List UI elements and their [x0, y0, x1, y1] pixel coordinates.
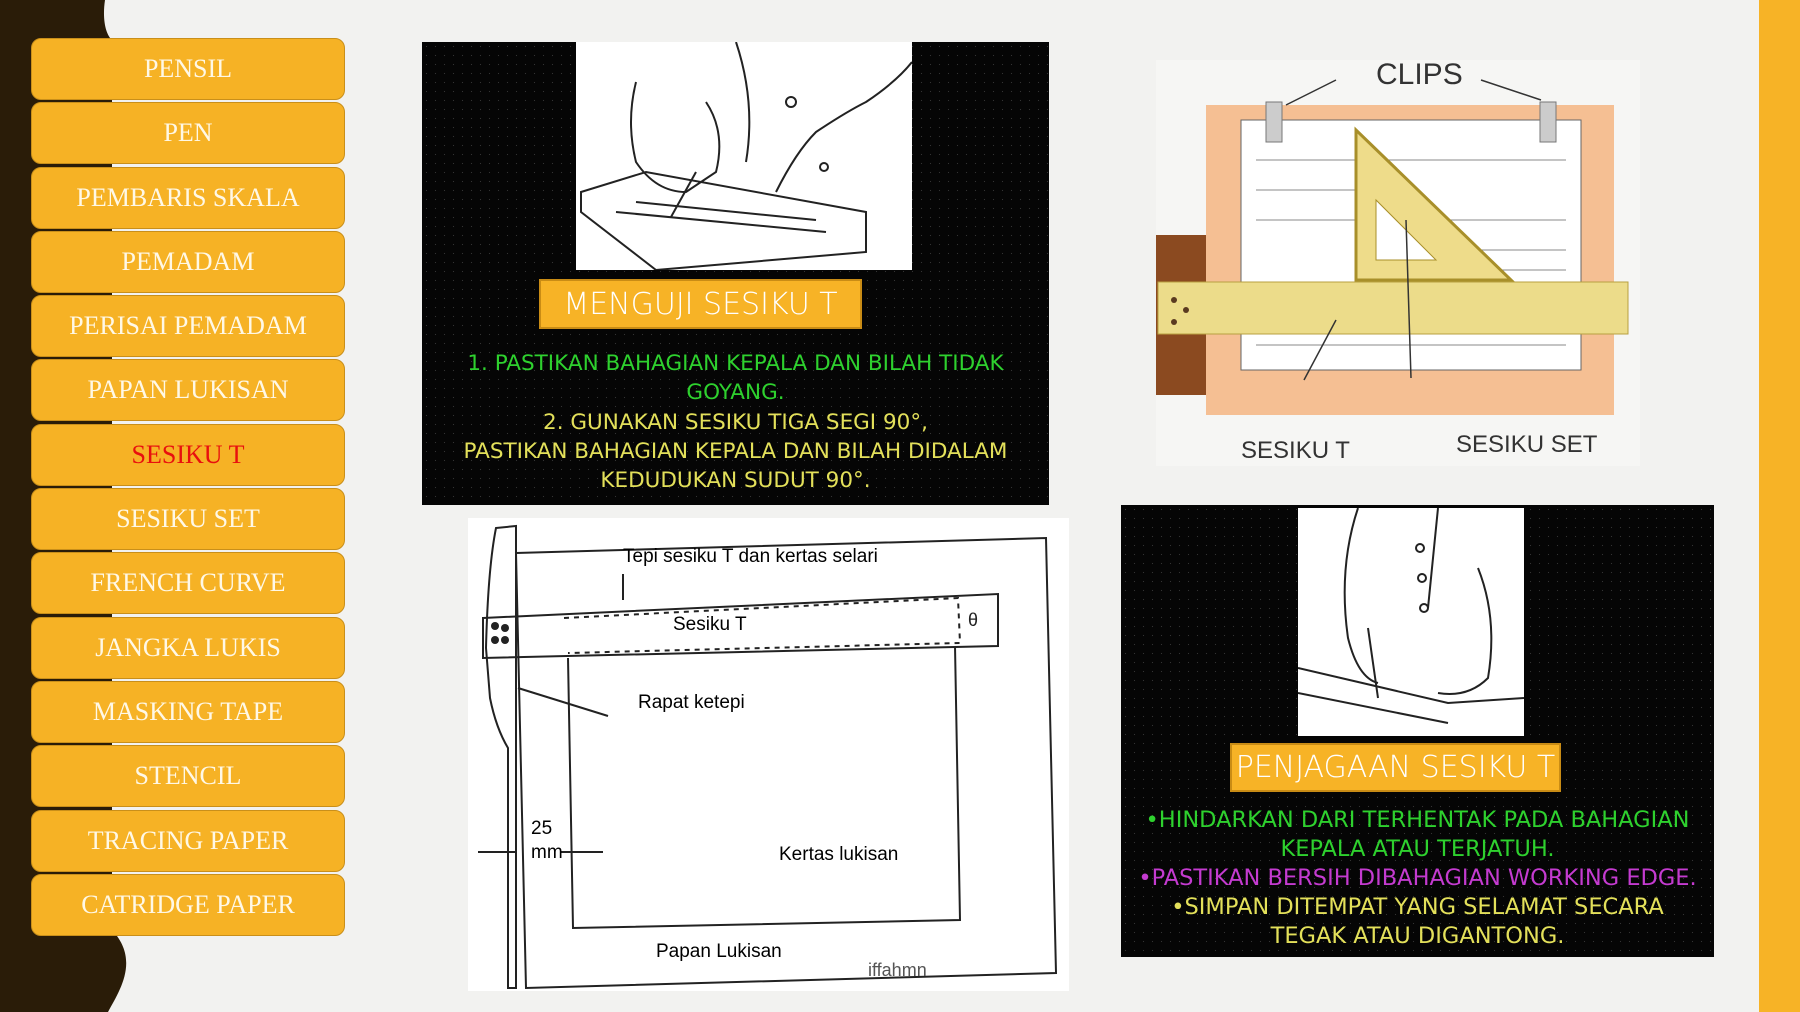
testing-panel: MENGUJI SESIKU T 1. PASTIKAN BAHAGIAN KE… [422, 42, 1049, 505]
board-label: Papan Lukisan [656, 941, 782, 962]
care-line-5: TEGAK ATAU DIGANTONG. [1270, 923, 1565, 949]
right-accent-strip [1759, 0, 1800, 1012]
testing-title: MENGUJI SESIKU T [539, 279, 862, 329]
menu-item-french-curve[interactable]: FRENCH CURVE [31, 552, 345, 615]
setsquare-label: SESIKU SET [1456, 431, 1598, 458]
testing-line-3: 2. GUNAKAN SESIKU TIGA SEGI 90°, [543, 410, 928, 435]
menu-item-perisai-pemadam[interactable]: PERISAI PEMADAM [31, 295, 345, 358]
flush-label: Rapat ketepi [638, 692, 745, 713]
menu-item-sesiku-t[interactable]: SESIKU T [31, 423, 345, 486]
paper-label: Kertas lukisan [779, 844, 898, 865]
menu-item-pemadam[interactable]: PEMADAM [31, 230, 345, 293]
tsquare-label: SESIKU T [1241, 437, 1350, 464]
menu-item-pen[interactable]: PEN [31, 102, 345, 165]
clips-figure: CLIPS SESIKU T SESIKU SET [1156, 58, 1640, 466]
margin-value: 25 [531, 818, 552, 839]
sidebar-menu: PENSIL PEN PEMBARIS SKALA PEMADAM PERISA… [31, 38, 345, 938]
menu-item-catridge-paper[interactable]: CATRIDGE PAPER [31, 873, 345, 936]
care-line-1: •HINDARKAN DARI TERHENTAK PADA BAHAGIAN [1145, 807, 1690, 833]
tsquare-label: Sesiku T [673, 614, 747, 635]
margin-unit: mm [531, 842, 563, 863]
care-title: PENJAGAAN SESIKU T [1230, 743, 1561, 792]
menu-item-papan-lukisan[interactable]: PAPAN LUKISAN [31, 359, 345, 422]
menu-item-tracing-paper[interactable]: TRACING PAPER [31, 809, 345, 872]
care-line-4: •SIMPAN DITEMPAT YANG SELAMAT SECARA [1171, 894, 1664, 920]
board-diagram: θ Tepi sesiku T dan kertas selari Sesiku… [468, 518, 1069, 991]
clips-label: CLIPS [1376, 60, 1463, 91]
watermark: iffahmn [868, 960, 927, 980]
menu-item-pensil[interactable]: PENSIL [31, 38, 345, 100]
testing-line-5: KEDUDUKAN SUDUT 90°. [600, 468, 871, 493]
menu-item-pembaris-skala[interactable]: PEMBARIS SKALA [31, 166, 345, 229]
tsquare-care-illustration [1298, 508, 1524, 736]
care-line-2: KEPALA ATAU TERJATUH. [1280, 836, 1555, 862]
svg-text:θ: θ [968, 610, 978, 630]
menu-item-stencil[interactable]: STENCIL [31, 745, 345, 808]
tsquare-hand-illustration [576, 42, 912, 270]
care-line-3: •PASTIKAN BERSIH DIBAHAGIAN WORKING EDGE… [1138, 865, 1697, 891]
testing-line-1: 1. PASTIKAN BAHAGIAN KEPALA DAN BILAH TI… [467, 351, 1004, 376]
menu-item-sesiku-set[interactable]: SESIKU SET [31, 488, 345, 551]
menu-item-masking-tape[interactable]: MASKING TAPE [31, 680, 345, 743]
testing-line-2: GOYANG. [686, 380, 785, 405]
menu-item-jangka-lukis[interactable]: JANGKA LUKIS [31, 616, 345, 679]
care-panel: PENJAGAAN SESIKU T •HINDARKAN DARI TERHE… [1121, 505, 1714, 957]
edge-label: Tepi sesiku T dan kertas selari [623, 546, 878, 567]
testing-line-4: PASTIKAN BAHAGIAN KEPALA DAN BILAH DIDAL… [463, 439, 1008, 464]
